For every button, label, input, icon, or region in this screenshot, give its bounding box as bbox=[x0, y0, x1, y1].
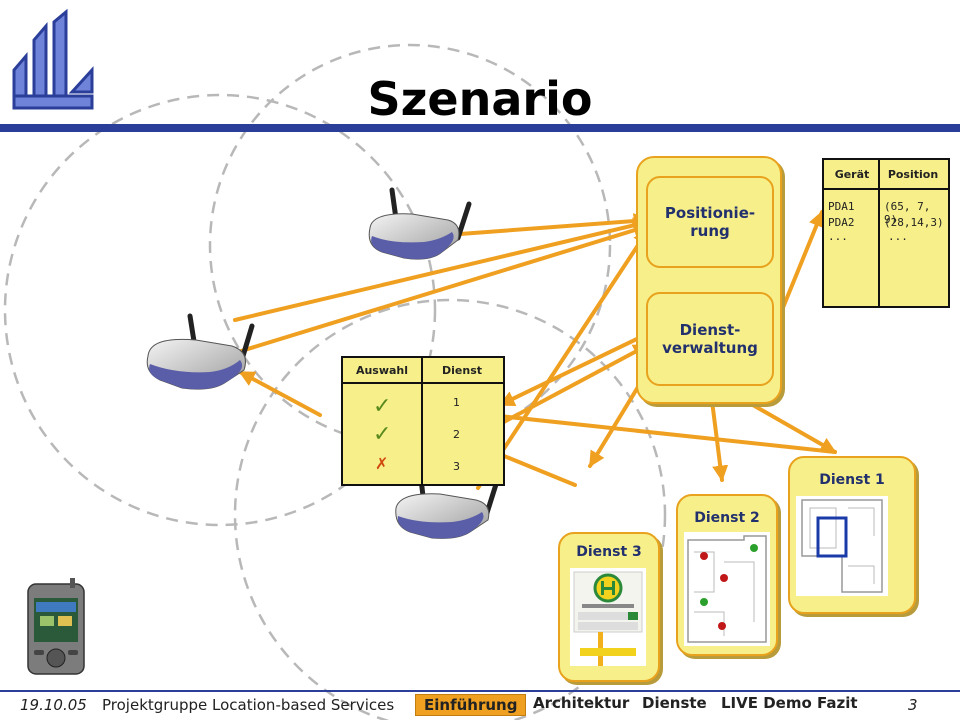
page-title: Szenario bbox=[367, 72, 593, 126]
checkmark-icon: ✓ bbox=[373, 394, 392, 419]
dienstverwaltung-module: Dienst- verwaltung bbox=[646, 292, 774, 386]
footer-rule bbox=[0, 690, 960, 692]
column-header-position: Position bbox=[887, 168, 939, 181]
service-selection-table: Auswahl Dienst ✓ ✓ ✗ 1 2 3 bbox=[341, 356, 505, 486]
position-cell: ... bbox=[888, 230, 908, 243]
nav-live-demo[interactable]: LIVE Demo bbox=[721, 694, 812, 712]
checkmark-icon: ✓ bbox=[373, 422, 392, 447]
column-header-dienst: Dienst bbox=[442, 364, 482, 377]
device-cell: PDA2 bbox=[828, 216, 855, 229]
service-number: 1 bbox=[453, 396, 460, 409]
footer-date: 19.10.05 bbox=[20, 696, 87, 714]
wifi-router-icon bbox=[368, 187, 472, 260]
device-cell: PDA1 bbox=[828, 200, 855, 213]
dienst-1-panel: Dienst 1 bbox=[788, 456, 916, 614]
device-cell: ... bbox=[828, 230, 848, 243]
wifi-router-icon bbox=[146, 313, 255, 390]
nav-einfuehrung[interactable]: Einführung bbox=[415, 694, 527, 716]
floor-plan-map bbox=[796, 496, 888, 596]
dienst-2-title: Dienst 2 bbox=[694, 510, 760, 526]
position-cell: (28,14,3) bbox=[884, 216, 944, 229]
positionierung-module: Positionie- rung bbox=[646, 176, 774, 268]
university-logo bbox=[12, 8, 94, 110]
service-number: 3 bbox=[453, 460, 460, 473]
column-header-auswahl: Auswahl bbox=[355, 364, 409, 377]
pda-device-icon bbox=[27, 578, 85, 675]
page-number: 3 bbox=[908, 696, 918, 714]
dienst-3-panel: Dienst 3 bbox=[558, 532, 660, 682]
title-underline bbox=[0, 124, 960, 132]
nav-dienste[interactable]: Dienste bbox=[642, 694, 707, 712]
coverage-circles bbox=[3, 43, 667, 720]
bus-stop-sign-image bbox=[570, 568, 646, 666]
floor-plan-map bbox=[684, 532, 770, 646]
dienst-2-panel: Dienst 2 bbox=[676, 494, 778, 656]
dienst-3-title: Dienst 3 bbox=[576, 544, 642, 560]
footer-project: Projektgruppe Location-based Services bbox=[102, 696, 395, 714]
nav-architektur[interactable]: Architektur bbox=[533, 694, 630, 712]
position-table: Gerät Position PDA1 PDA2 ... (65, 7, 9) … bbox=[822, 158, 950, 308]
cross-icon: ✗ bbox=[375, 454, 389, 473]
nav-fazit[interactable]: Fazit bbox=[817, 694, 858, 712]
dienst-1-title: Dienst 1 bbox=[819, 472, 885, 488]
column-header-geraet: Gerät bbox=[834, 168, 870, 181]
service-number: 2 bbox=[453, 428, 460, 441]
position-cell: (65, 7, 9) bbox=[884, 200, 931, 226]
